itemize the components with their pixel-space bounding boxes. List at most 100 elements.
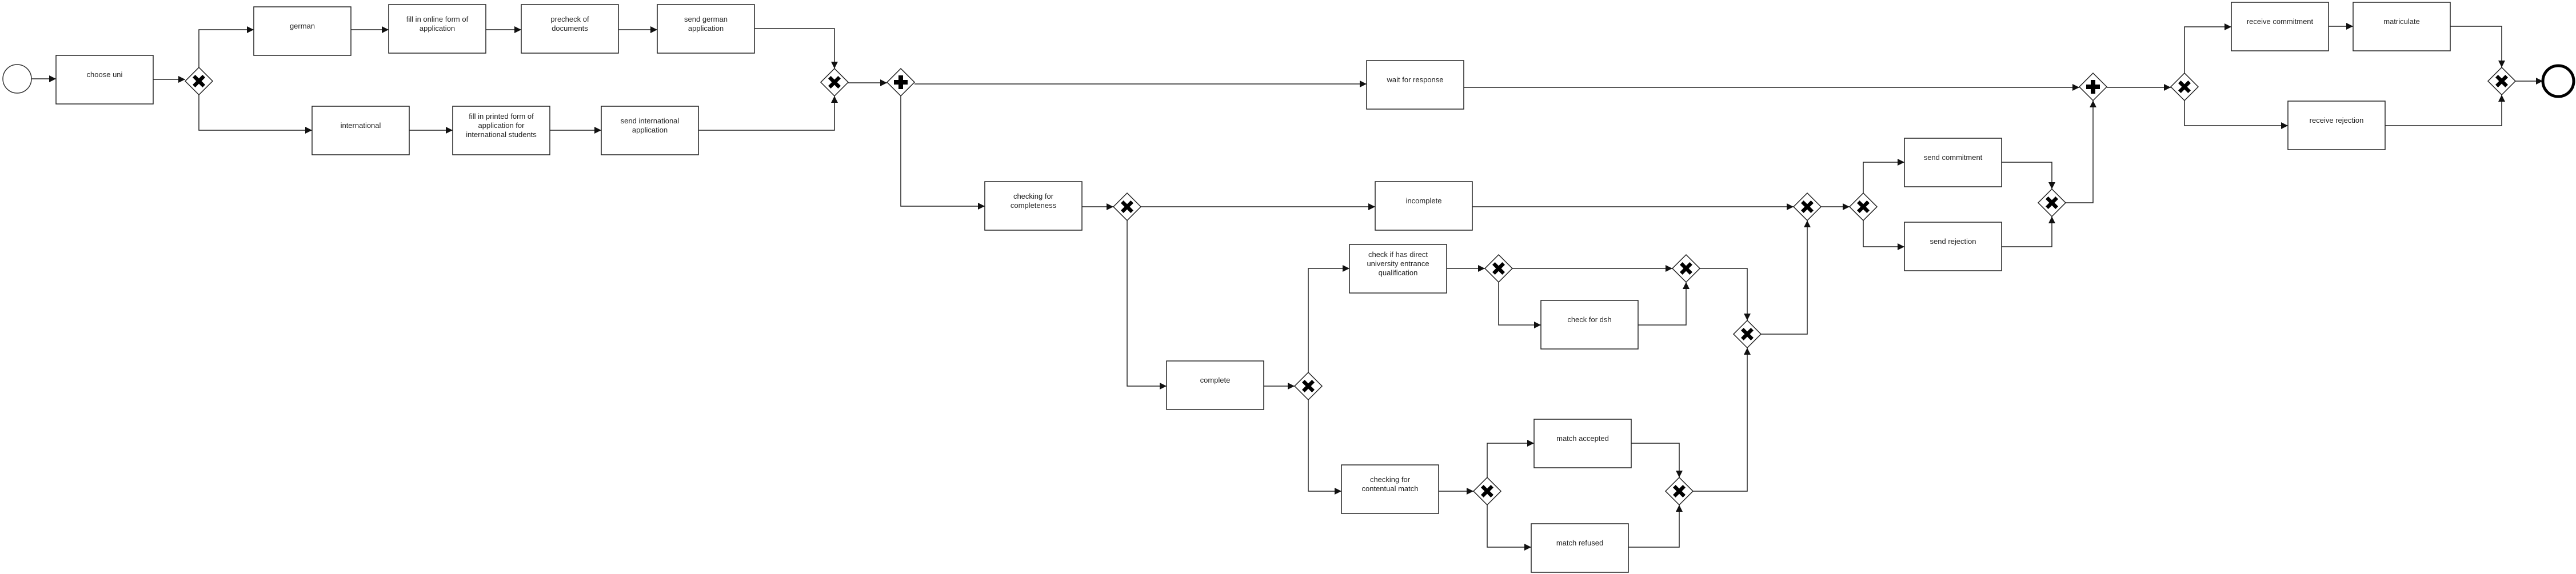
sequence-flow [1127,220,1167,390]
task-label: application [632,126,668,134]
sequence-flow [198,95,312,134]
task-label: matriculate [2383,17,2420,26]
exclusive-x-icon [2495,75,2508,87]
task-label: completeness [1011,201,1057,210]
task-label: international students [466,130,537,139]
task-label: contentual match [1361,484,1418,493]
task-match-accepted: match accepted [1533,419,1632,468]
sequence-flow [2066,101,2096,203]
task-send-rejection: send rejection [1904,222,2002,271]
gateway-exclusive-gw-match-join [1664,476,1694,506]
task-box [521,4,619,54]
task-receive-commitment: receive commitment [2231,2,2329,51]
task-label: checking for [1370,475,1411,484]
task-label: wait for response [1387,75,1444,84]
sequence-flow [1487,505,1531,551]
sequence-flow [1700,268,1751,320]
gateway-exclusive-gw-completeness [1112,192,1142,222]
sequence-flow [1631,443,1683,477]
task-label: german [290,22,315,30]
task-box [2287,101,2386,150]
task-box [253,6,352,56]
sequence-flow [1863,220,1904,250]
sequence-flow [2450,26,2505,67]
sequence-flow [1308,400,1341,495]
gateway-parallel-gw-par-join [2078,72,2108,102]
task-send-commitment: send commitment [1904,138,2002,187]
task-label: qualification [1379,268,1418,277]
task-box [1540,300,1639,350]
gateway-exclusive-gw-receive-split [2170,72,2199,102]
start-event [2,64,32,94]
end-event [2541,64,2575,98]
sequence-flow [198,26,254,67]
task-german: german [253,6,352,56]
task-label: university entrance [1367,259,1429,268]
task-label: match refused [1556,539,1603,547]
exclusive-x-icon [1680,262,1692,275]
task-label: documents [552,24,588,33]
sequence-flow [1638,282,1690,326]
sequence-flow [1628,505,1683,548]
exclusive-x-icon [828,76,841,89]
sequence-flow [1487,440,1534,477]
task-box [388,4,486,54]
gateway-parallel-gw-par-split [886,67,916,97]
exclusive-x-icon [1121,200,1133,213]
task-label: check for dsh [1567,315,1611,324]
task-label: fill in online form of [406,15,469,23]
task-box [1375,181,1473,231]
exclusive-x-icon [193,75,205,87]
task-label: application [420,24,455,33]
task-label: complete [1200,376,1231,384]
task-box [2353,2,2451,51]
task-matriculate: matriculate [2353,2,2451,51]
exclusive-x-icon [1801,200,1814,213]
task-label: check if has direct [1368,250,1428,259]
task-box [1904,138,2002,187]
task-label: choose uni [87,70,123,79]
task-label: match accepted [1556,434,1609,443]
task-box [1341,464,1439,514]
task-box [984,181,1083,231]
gateway-exclusive-gw-match-split [1472,476,1502,506]
sequence-flow [754,28,838,69]
task-label: application [688,24,724,33]
gateway-exclusive-gw-apply-join [820,67,849,97]
task-choose-uni: choose uni [55,55,154,105]
sequence-flow [1761,220,1811,335]
gateway-exclusive-gw-complete-split [1293,371,1323,401]
sequence-flow [2002,162,2055,189]
exclusive-x-icon [2046,196,2058,209]
task-box [657,4,755,54]
sequence-flow [2385,95,2505,126]
parallel-plus-icon [2086,80,2100,94]
exclusive-x-icon [1673,485,1686,497]
gateway-exclusive-gw-checks-join [1732,319,1762,349]
gateway-exclusive-gw-result-join [1792,192,1822,222]
task-wait-response: wait for response [1366,60,1464,110]
task-box [1166,360,1264,410]
gateway-exclusive-gw-decision-join [2037,188,2067,218]
task-box [1349,244,1447,294]
task-label: checking for [1013,192,1054,200]
task-receive-rejection: receive rejection [2287,101,2386,150]
sequence-flow [1693,348,1751,492]
task-label: precheck of [550,15,589,23]
task-box [452,106,550,155]
task-label: incomplete [1406,196,1442,205]
task-box [55,55,154,105]
exclusive-x-icon [1741,328,1754,340]
task-label: receive commitment [2247,17,2314,26]
task-check-dsh: check for dsh [1540,300,1639,350]
task-incomplete: incomplete [1375,181,1473,231]
task-box [601,106,699,155]
exclusive-x-icon [1492,262,1505,275]
sequence-flow [698,96,838,131]
